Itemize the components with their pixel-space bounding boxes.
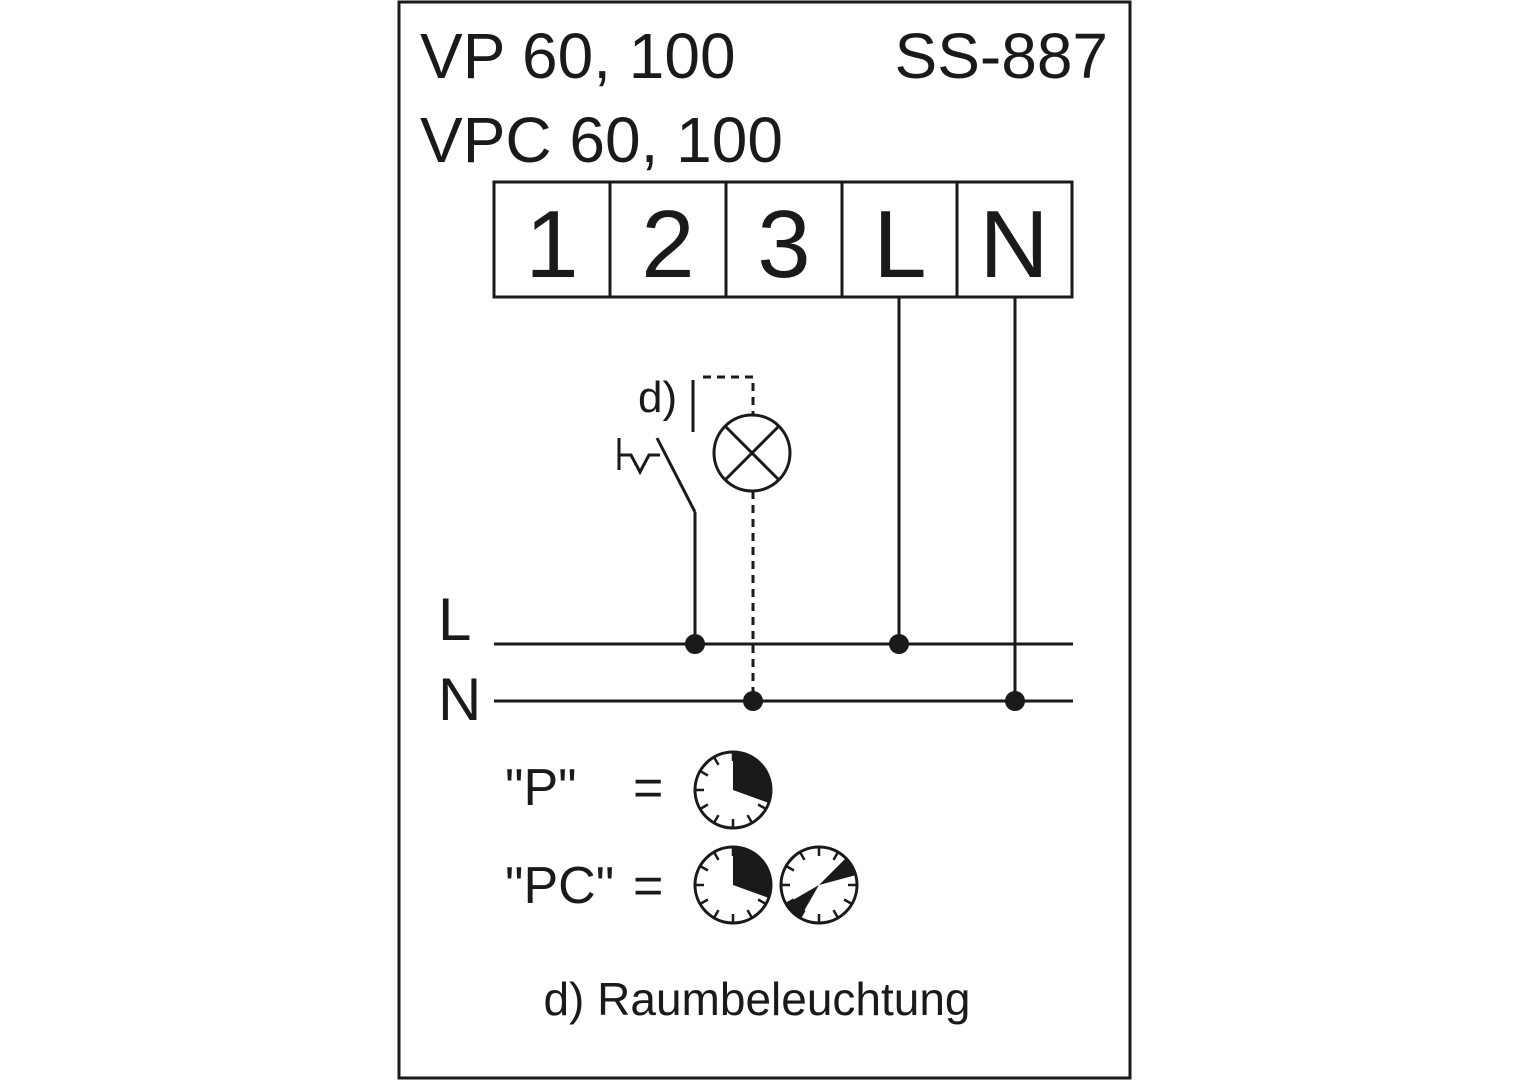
- bus-label-n: N: [438, 666, 481, 733]
- terminal-3: 3: [757, 191, 810, 298]
- terminal-n: N: [979, 191, 1048, 298]
- switch-label: d): [638, 373, 677, 422]
- pulse-timer-clock-icon: [693, 750, 773, 830]
- push-button-switch: [617, 437, 697, 644]
- lamp-symbol: [703, 375, 792, 701]
- continuous-timer-clock-icon: [779, 845, 859, 925]
- legend-pc-equals: =: [633, 857, 663, 915]
- diagram-frame: [397, 0, 1132, 1080]
- terminal-1: 1: [525, 191, 578, 298]
- pulse-timer-clock-icon: [693, 845, 773, 925]
- model-title-line2: VPC 60, 100: [420, 104, 783, 176]
- footnote: d) Raumbeleuchtung: [543, 973, 970, 1025]
- model-code: SS-887: [895, 20, 1108, 92]
- terminal-l: L: [873, 191, 926, 298]
- legend-pc-label: "PC": [505, 857, 614, 915]
- legend-p-label: "P": [505, 759, 577, 817]
- terminal-block: 1 2 3 L N: [492, 180, 1074, 299]
- legend-p-equals: =: [633, 759, 663, 817]
- model-title-line1: VP 60, 100: [420, 20, 736, 92]
- junction-dot: [889, 634, 909, 654]
- junction-dot: [743, 691, 763, 711]
- bus-label-l: L: [438, 586, 471, 653]
- junction-dot: [1005, 691, 1025, 711]
- terminal-2: 2: [641, 191, 694, 298]
- junction-dot: [685, 634, 705, 654]
